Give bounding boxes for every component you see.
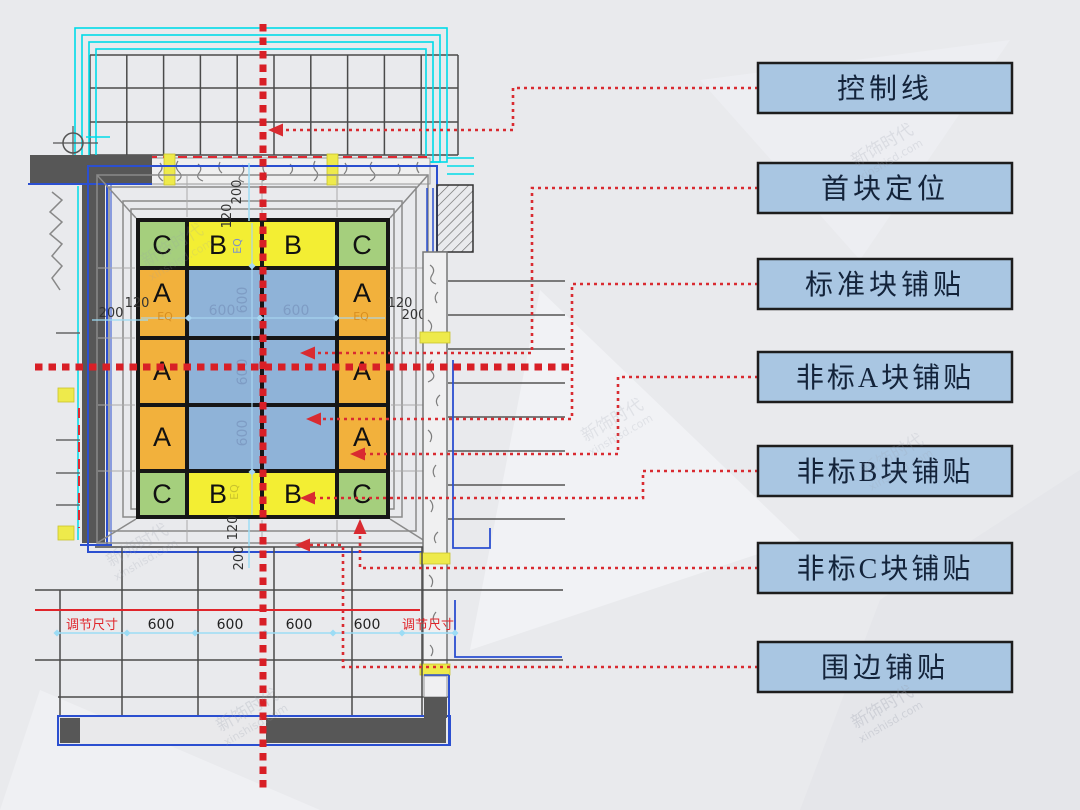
leader-block-a (364, 375, 758, 456)
callout-boxes: 控制线 首块定位 标准块铺贴 非标A块铺贴 非标B块铺贴 非标C块铺贴 围边铺贴 (756, 61, 1014, 694)
callout-first-block: 首块定位 (756, 161, 1014, 215)
arrow-icon (350, 447, 365, 461)
leader-block-c (358, 534, 758, 570)
leader-control-line (282, 86, 758, 132)
callout-control-line: 控制线 (756, 61, 1014, 115)
hatched-block (436, 184, 474, 253)
callout-leaders (282, 86, 758, 669)
callout-label: 围边铺贴 (821, 652, 949, 684)
dim-200: 200 (99, 306, 124, 321)
dim-600: 600 (235, 359, 251, 386)
callout-edge-band: 围边铺贴 (756, 640, 1014, 694)
tile-letter: A (353, 278, 371, 308)
tile-spacer-clip (419, 331, 451, 344)
callout-label: 标准块铺贴 (805, 269, 965, 301)
leader-edge-band (309, 543, 758, 669)
tile-letter: C (152, 479, 172, 509)
dim-200: 200 (232, 546, 247, 571)
callout-label: 非标C块铺贴 (797, 553, 974, 585)
dim-200: 200 (402, 308, 427, 323)
callout-block-c: 非标C块铺贴 (756, 541, 1014, 595)
blue-wall-lines (452, 360, 562, 658)
tile-letter: A (153, 422, 171, 452)
dim-120: 120 (388, 296, 413, 311)
tile-letter: B (209, 479, 227, 509)
tile-letter: C (352, 479, 372, 509)
tile-spacer-clip (419, 663, 451, 676)
dim-600: 600 (354, 617, 381, 633)
arrow-icon (295, 538, 310, 552)
tile-spacer-clip (163, 153, 176, 186)
dim-200: 200 (230, 180, 245, 205)
dim-600: 600 (235, 287, 251, 314)
dim-600: 600 (283, 303, 310, 319)
tile-spacer-clip (419, 552, 451, 565)
arrow-icon (353, 519, 367, 534)
tile-letters: C B B C A A A A A A C B B C (152, 230, 372, 509)
callout-block-a: 非标A块铺贴 (756, 350, 1014, 404)
room-dimensions: 200 120 120 200 200 120 120 200 (92, 163, 426, 570)
marble-column-strip (422, 251, 448, 675)
tile-letter: A (353, 422, 371, 452)
dim-eq: EQ (228, 484, 241, 500)
callout-label: 首块定位 (821, 173, 949, 205)
left-wall (28, 155, 152, 546)
bottom-wall (57, 674, 451, 746)
dim-600: 600 (209, 303, 236, 319)
dim-eq: EQ (157, 310, 173, 323)
callout-standard-block: 标准块铺贴 (756, 257, 1014, 311)
dim-600: 600 (235, 420, 251, 447)
right-wall-section (419, 184, 565, 676)
eq-labels: EQ EQ EQ EQ (157, 238, 369, 500)
callout-label: 控制线 (837, 73, 933, 105)
tile-letter: A (153, 356, 171, 386)
callout-label: 非标A块铺贴 (796, 362, 974, 394)
top-tile-grid (89, 54, 459, 156)
leader-first-block (314, 186, 758, 355)
tile-letter: B (209, 230, 227, 260)
dim-eq: EQ (353, 310, 369, 323)
dim-600: 600 (217, 617, 244, 633)
marble-threshold-band (147, 153, 431, 186)
leader-arrowheads (268, 123, 367, 552)
tile-spacer-clip (57, 525, 75, 541)
leader-block-b (314, 469, 758, 500)
dim-120: 120 (220, 204, 235, 229)
dim-adjust-label: 调节尺寸 (402, 617, 454, 632)
tile-spacer-clip (57, 387, 75, 403)
arrow-icon (268, 123, 283, 137)
dim-120: 120 (125, 296, 150, 311)
bottom-dimension-string: 调节尺寸 600 600 600 600 调节尺寸 (35, 609, 459, 637)
dim-ticks (184, 262, 340, 476)
break-line-symbol (48, 191, 64, 291)
callout-label: 非标B块铺贴 (797, 456, 974, 488)
dim-120: 120 (226, 516, 241, 541)
tile-letter: B (284, 230, 302, 260)
bottom-floor-grid (35, 546, 563, 716)
dim-eq: EQ (231, 238, 244, 254)
wall-tile-joints (448, 280, 565, 520)
tile-letter: C (152, 230, 172, 260)
tile-letter: A (153, 278, 171, 308)
control-lines (35, 24, 570, 788)
tile-letter: B (284, 479, 302, 509)
dim-600: 600 (286, 617, 313, 633)
arrow-icon (306, 412, 321, 426)
tile-letter: C (352, 230, 372, 260)
callout-block-b: 非标B块铺贴 (756, 444, 1014, 498)
dim-adjust-label: 调节尺寸 (66, 617, 118, 632)
arrow-icon (300, 346, 315, 360)
leader-standard-block (320, 282, 758, 421)
arrow-icon (300, 491, 315, 505)
tile-spacer-clip (326, 153, 339, 186)
tile-letter: A (353, 356, 371, 386)
dim-600: 600 (148, 617, 175, 633)
